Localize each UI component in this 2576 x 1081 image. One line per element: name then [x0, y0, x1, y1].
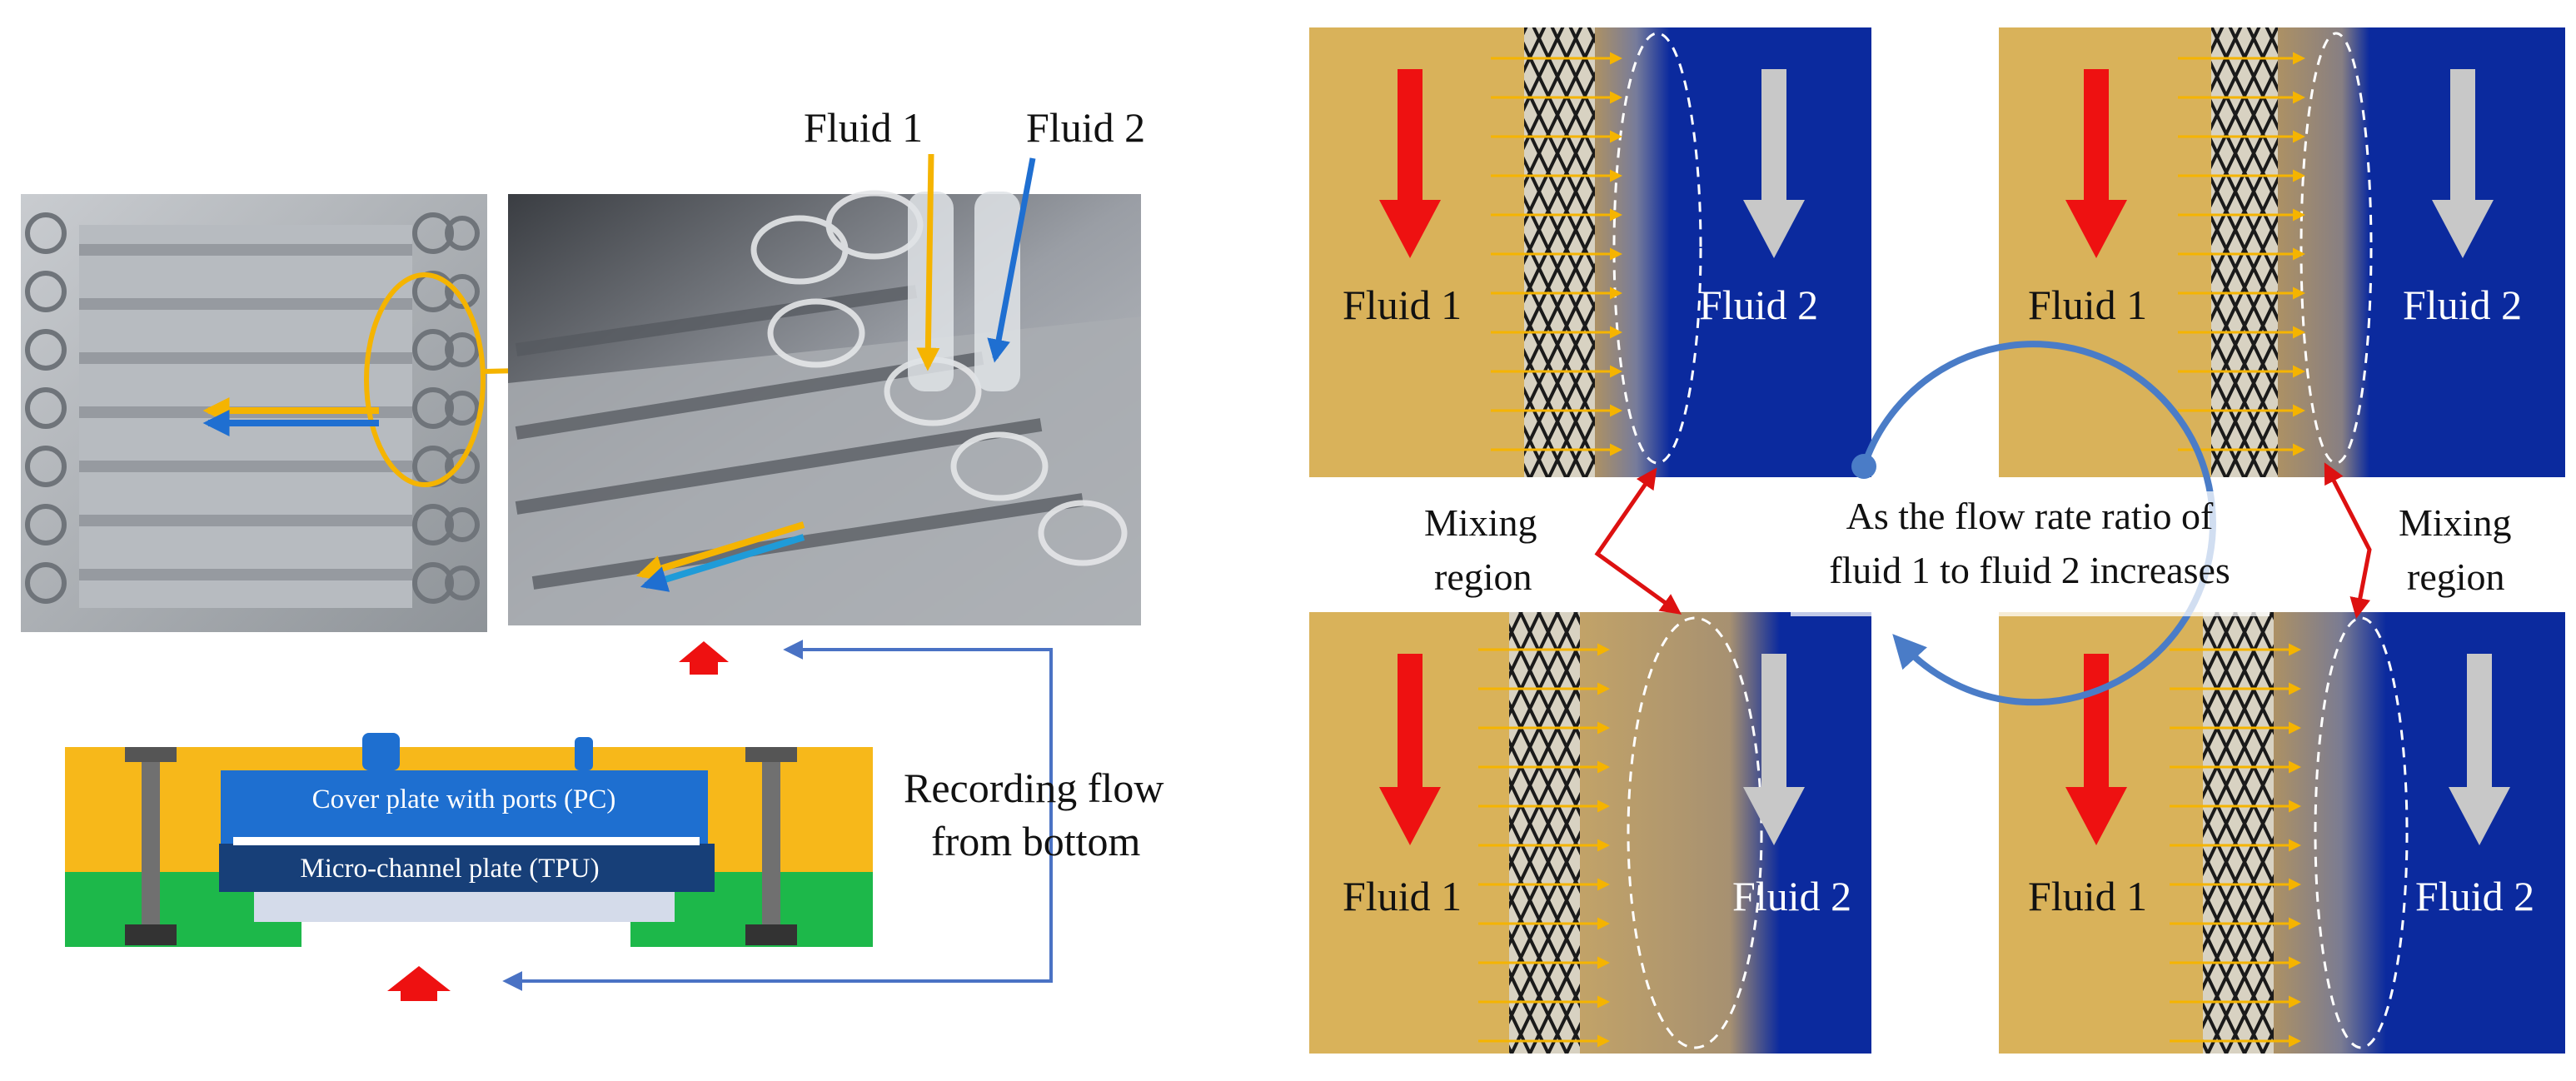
red-arrow-icon: [2065, 654, 2127, 845]
cover-plate-label: Cover plate with ports (PC): [312, 785, 616, 814]
diffusion-arrows: [1478, 52, 2305, 1048]
recording-flow-line: [506, 648, 1053, 983]
mixing-left-line1: Mixing: [1424, 501, 1537, 544]
panel-top-left: [1309, 27, 1871, 477]
mixing-left-line2: region: [1434, 555, 1532, 598]
mixing-right-line2: region: [2407, 555, 2505, 598]
mixing-right-line1: Mixing: [2399, 501, 2511, 544]
red-arrow-icon: [1379, 69, 1441, 258]
panel2-fluid1-label: Fluid 1: [2028, 281, 2147, 328]
inlet-highlight-ellipse: [364, 272, 486, 487]
red-arrow-icon: [1379, 654, 1441, 845]
cross-section: [65, 733, 873, 947]
yellow-flow-arrow-icon: [635, 521, 805, 581]
panel4-fluid1-label: Fluid 1: [2028, 873, 2147, 919]
panel2-fluid2-label: Fluid 2: [2403, 281, 2522, 328]
mixing-left-pointer: [1594, 467, 1682, 615]
fluid2-tube-arrow: [987, 157, 1036, 363]
grey-arrow-icon: [1743, 654, 1805, 845]
photo-label-fluid2: Fluid 2: [1026, 104, 1145, 151]
panel3-fluid2-label: Fluid 2: [1732, 873, 1851, 919]
photo-label-fluid1: Fluid 1: [804, 104, 923, 151]
grey-arrow-icon: [1743, 69, 1805, 258]
blue-flow-arrow-icon: [640, 534, 805, 592]
photo-top-view: [21, 194, 487, 632]
center-note-line1: As the flow rate ratio of: [1846, 495, 2214, 537]
grey-arrow-icon: [2432, 69, 2494, 258]
red-arrow-icon: [679, 641, 729, 675]
photo-angled-view: [508, 153, 1141, 625]
panel3-fluid1-label: Fluid 1: [1343, 873, 1462, 919]
panel-bottom-right: [1999, 612, 2565, 1054]
recording-label-line1: Recording flow: [904, 765, 1163, 811]
grey-arrow-icon: [2449, 654, 2510, 845]
panel1-fluid2-label: Fluid 2: [1699, 281, 1818, 328]
center-note-line2: fluid 1 to fluid 2 increases: [1829, 549, 2230, 591]
panel4-fluid2-label: Fluid 2: [2415, 873, 2534, 919]
red-arrow-icon: [2065, 69, 2127, 258]
cycle-arrow-icon: [1851, 341, 2216, 706]
micro-channel-label: Micro-channel plate (TPU): [300, 854, 599, 884]
panel-top-right: [1999, 27, 2565, 477]
recording-label-line2: from bottom: [931, 818, 1140, 864]
panel1-fluid1-label: Fluid 1: [1343, 281, 1462, 328]
fluid1-tube-arrow: [916, 153, 940, 371]
mixing-right-pointer: [2324, 462, 2372, 619]
red-arrow-icon: [387, 966, 451, 1001]
panel-bottom-left: [1309, 612, 1871, 1054]
